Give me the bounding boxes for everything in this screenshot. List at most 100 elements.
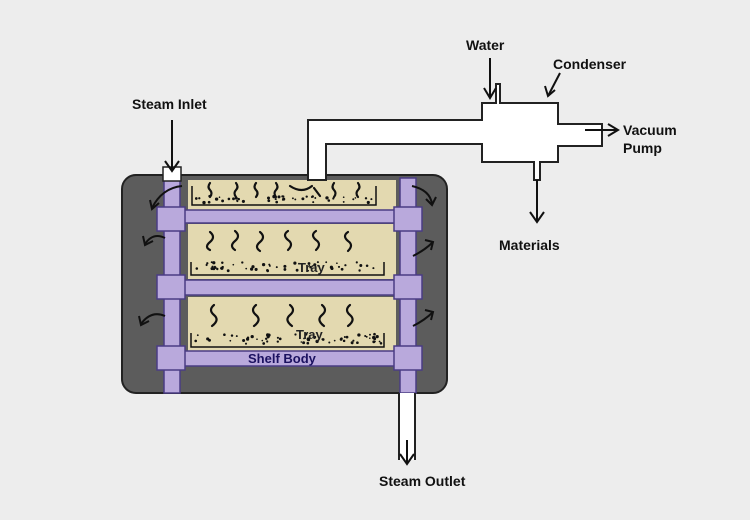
- vapor-squiggles-middle: [205, 229, 353, 253]
- tray-bracket-bottom: [190, 333, 385, 348]
- granule-dot: [356, 341, 359, 345]
- granule-dot: [261, 339, 264, 342]
- granule-dot: [194, 339, 198, 343]
- label-tray-bottom: Tray: [296, 327, 324, 342]
- vapor-squiggles-bottom: [209, 303, 354, 328]
- granule-dot: [291, 197, 294, 200]
- granule-dot: [195, 267, 199, 270]
- granule-dot: [300, 341, 303, 343]
- tray-bracket-top: [191, 186, 377, 206]
- granule-dot: [220, 267, 222, 270]
- granule-dot: [365, 335, 368, 338]
- tray-middle: [188, 224, 396, 279]
- condenser-pointer: [547, 72, 561, 97]
- granule-dot: [196, 334, 199, 337]
- label-tray-middle: Tray: [298, 260, 326, 275]
- granule-dot: [337, 265, 341, 268]
- granule-dot: [315, 339, 319, 344]
- granule-dot: [261, 262, 266, 267]
- granule-dot: [276, 336, 279, 339]
- granule-dot: [342, 339, 346, 343]
- label-steam-outlet: Steam Outlet: [379, 473, 466, 489]
- granule-dot: [246, 336, 250, 340]
- granule-dot: [366, 200, 370, 205]
- shelf-bar-middle: [182, 279, 399, 296]
- granule-dot: [328, 341, 331, 344]
- granule-dot: [354, 197, 357, 199]
- granule-dot: [245, 267, 248, 270]
- granule-dot: [232, 197, 235, 201]
- connector-left-2: [156, 274, 186, 300]
- granule-dot: [313, 263, 317, 267]
- granule-dot: [312, 201, 315, 204]
- granule-dot: [313, 335, 317, 339]
- granule-dot: [350, 341, 354, 345]
- granule-dot: [325, 196, 329, 200]
- granule-dot: [369, 333, 371, 336]
- granule-dot: [229, 339, 232, 342]
- tray-bracket-middle: [190, 262, 385, 276]
- label-materials: Materials: [499, 237, 560, 253]
- granule-dot: [244, 342, 248, 345]
- granule-dot: [276, 340, 279, 343]
- granule-dot: [370, 198, 373, 201]
- granule-dot: [307, 269, 310, 272]
- granule-dot: [298, 262, 300, 265]
- granule-dot: [364, 197, 368, 200]
- granule-dot: [194, 197, 198, 200]
- granule-dot: [369, 337, 371, 340]
- granule-dot: [283, 267, 287, 271]
- granule-dot: [205, 263, 208, 267]
- granule-dot: [293, 261, 297, 265]
- granule-dot: [325, 261, 328, 264]
- flow-arrows-right: [411, 185, 437, 327]
- granule-dot: [278, 337, 282, 341]
- granule-dot: [264, 337, 268, 341]
- vapor-squiggles-top: [207, 181, 361, 199]
- granule-dot: [250, 334, 254, 339]
- granule-dot: [283, 264, 287, 268]
- shelf-bar-top: [182, 209, 399, 224]
- granule-dot: [305, 195, 308, 198]
- granule-dot: [251, 265, 255, 269]
- granule-dot: [345, 335, 349, 339]
- label-condenser: Condenser: [553, 56, 627, 72]
- granule-dot: [281, 195, 284, 198]
- granule-dot: [206, 262, 209, 265]
- connector-right-1: [393, 206, 423, 232]
- granule-dot: [275, 266, 278, 269]
- granule-dot: [352, 339, 355, 342]
- granules-top: [194, 194, 373, 205]
- connector-left-3: [156, 345, 186, 371]
- granule-dot: [262, 342, 266, 345]
- granule-dot: [327, 199, 331, 202]
- granule-dot: [303, 337, 305, 340]
- steam-outlet-pipe: [398, 393, 416, 460]
- granule-dot: [294, 198, 297, 201]
- granule-dot: [210, 261, 213, 264]
- granule-dot: [250, 267, 254, 271]
- granule-dot: [267, 199, 271, 203]
- granule-dot: [241, 199, 245, 203]
- granule-dot: [198, 197, 201, 200]
- granule-dot: [211, 265, 214, 268]
- vapor-duct: [307, 83, 603, 181]
- granule-dot: [282, 197, 286, 201]
- granule-dot: [295, 268, 299, 272]
- granule-dot: [373, 332, 376, 336]
- granule-dot: [208, 338, 211, 342]
- granule-dot: [227, 197, 231, 201]
- granule-dot: [232, 263, 235, 266]
- granule-dot: [330, 266, 334, 271]
- granule-dot: [294, 333, 297, 336]
- granule-dot: [266, 340, 269, 343]
- granule-dot: [304, 332, 308, 336]
- granule-dot: [339, 338, 343, 341]
- granule-dot: [359, 264, 363, 267]
- granule-dot: [316, 261, 319, 264]
- tray-bottom: [188, 297, 396, 351]
- granules-bottom: [194, 332, 383, 345]
- granule-dot: [218, 196, 221, 198]
- granule-dot: [365, 264, 369, 267]
